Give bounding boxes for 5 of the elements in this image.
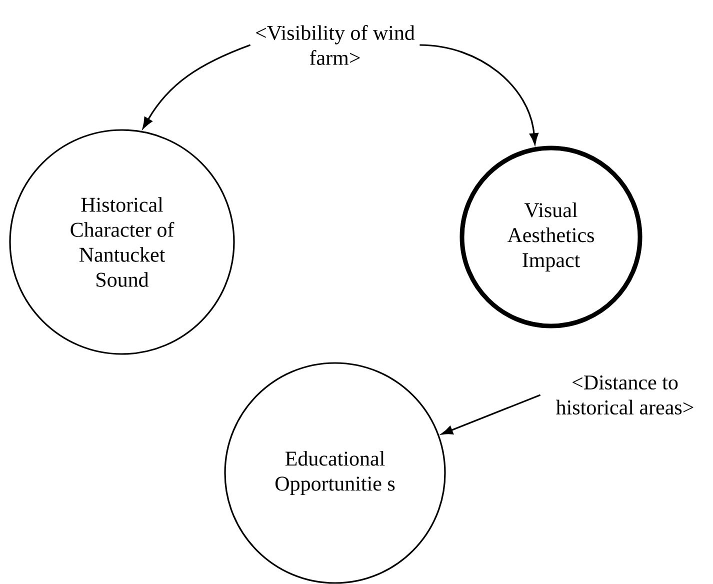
arrow bbox=[142, 44, 251, 129]
arrow bbox=[442, 394, 541, 435]
arrow bbox=[420, 44, 538, 144]
variable-label: <Distance to historical areas> bbox=[556, 375, 694, 415]
variable-label: <Visibility of wind farm> bbox=[256, 25, 415, 65]
